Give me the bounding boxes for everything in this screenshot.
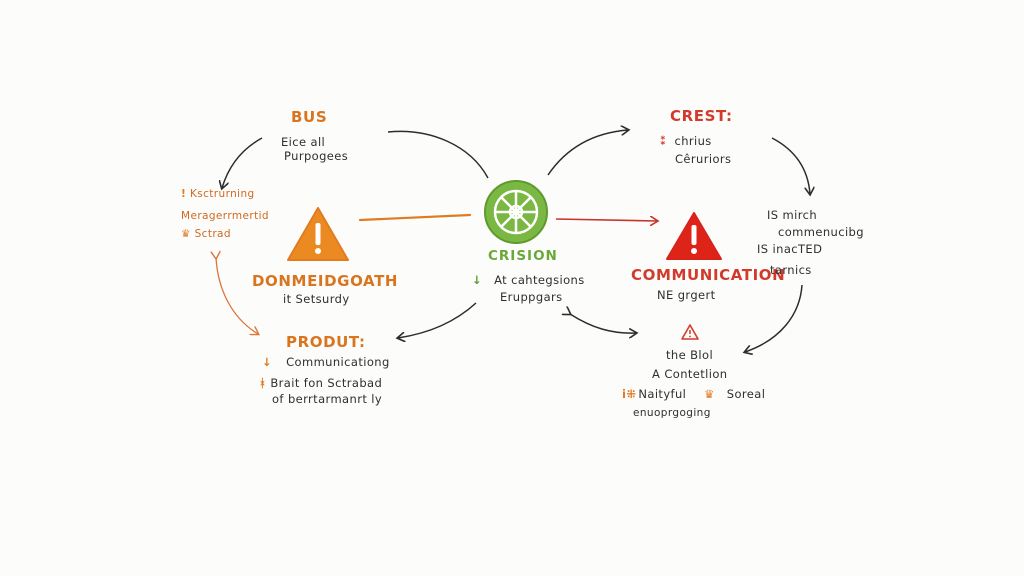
warning-orange-title: DONMEIDGOATH [252, 272, 399, 290]
crown-icon: ♛ [181, 228, 191, 240]
green-down-arrow-icon: ↓ [472, 273, 483, 287]
left-note-text-1: Ksctrurning [189, 188, 255, 200]
crest-text-1: chrius [674, 134, 712, 148]
crision-line-2: Eruppgars [500, 290, 563, 304]
line-warning-to-crision [358, 213, 472, 222]
communication-title: COMMUNICATION [631, 266, 786, 284]
bus-title: BUS [291, 108, 328, 126]
arrow-bus-to-crision [387, 130, 489, 179]
right-note-line-1: IS mirch [767, 208, 818, 222]
arrow-crision-to-produt [398, 302, 477, 338]
produt-text-1: Communicationg [286, 355, 390, 369]
bus-line-1: Eice all [281, 135, 326, 149]
crest-title: CREST: [670, 107, 733, 125]
communication-subtitle: NE grgert [657, 288, 716, 302]
bottom-right-line-5: enuoprgoging [633, 407, 711, 419]
asterisk-icon: ⁑ [660, 134, 667, 148]
bus-line-2: Purpogees [284, 149, 349, 163]
produt-line-3: of berrtarmanrt ly [272, 392, 383, 406]
crown-small-icon: ♛ [704, 387, 715, 401]
down-arrow-icon: ↓ [262, 355, 273, 369]
right-note-line-3: IS inacTED [757, 242, 823, 256]
left-note-text-3: Sctrad [194, 228, 231, 240]
arrow-double-bottom [570, 314, 636, 333]
red-warning-triangle-icon [664, 210, 724, 266]
exclamation-icon: ! [181, 188, 187, 200]
bottom-right-line-3: i⁜Naityful [622, 387, 686, 401]
left-note-line-2: Meragerrmertid [181, 210, 269, 222]
left-note-line-1: ! Ksctrurning [181, 188, 255, 200]
bottom-right-text-4: Soreal [726, 387, 766, 401]
arrow-crision-to-communication [555, 219, 657, 221]
arrow-crision-to-crest [547, 130, 628, 176]
arrow-right-note-to-bottom [745, 284, 803, 352]
right-note-line-2: commenucibg [778, 225, 864, 239]
crision-title: CRISION [488, 248, 558, 264]
bottom-right-line-4: ♛ Soreal [704, 387, 765, 401]
left-note-line-3: ♛ Sctrad [181, 228, 231, 240]
produt-text-2: Brait fon Sctrabad [270, 376, 383, 390]
warning-triangle-icon [285, 205, 351, 267]
right-note-line-4: tarnics [770, 263, 812, 277]
produt-title: PRODUT: [286, 333, 366, 351]
crision-line-1: ↓ At cahtegsions [472, 273, 585, 287]
produt-line-2: ᚼ Brait fon Sctrabad [259, 376, 382, 390]
bottom-right-text-3: Naityful [638, 387, 687, 401]
bolt-icon: ᚼ [259, 376, 267, 390]
produt-line-1: ↓ Communicationg [262, 355, 390, 369]
bottom-right-line-1: the Blol [666, 348, 714, 362]
red-cross-icon: ⁜ [626, 387, 637, 401]
arrow-left-note-to-produt [216, 258, 258, 334]
crest-line-1: ⁑ chrius [660, 134, 712, 148]
crisis-wheel-icon [482, 178, 550, 250]
bottom-right-line-2: A Contetlion [652, 367, 728, 381]
warning-orange-subtitle: it Setsurdy [283, 292, 350, 306]
crision-text-1: At cahtegsions [494, 273, 585, 287]
small-warning-icon [680, 323, 700, 345]
arrow-crest-to-right-note [771, 137, 810, 194]
orange-mark-icon: i [622, 387, 627, 401]
arrow-bus-to-left-note [222, 137, 263, 188]
crest-line-2: Cêruriors [675, 152, 732, 166]
